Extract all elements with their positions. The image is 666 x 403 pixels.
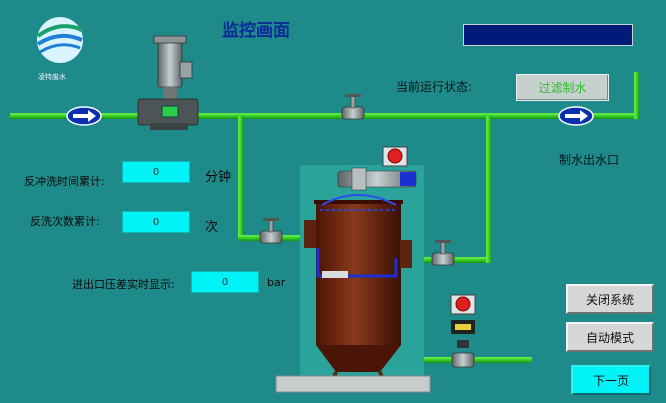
status-display [463, 24, 633, 46]
main-pipe [10, 113, 640, 119]
run-state-indicator: 过滤制水 [516, 74, 609, 101]
backwash-count-label: 反洗次数累计: [30, 215, 100, 228]
inlet-drop-pipe [238, 116, 244, 240]
backwash-time-label: 反冲洗时间累计: [24, 175, 105, 188]
page-title: 监控画面 [222, 21, 290, 41]
tank-base [275, 375, 431, 393]
drain-valve-icon [451, 320, 475, 368]
top-valve-icon [341, 94, 365, 120]
pressure-diff-field: 0 [191, 271, 259, 293]
outlet-label: 制水出水口 [559, 153, 620, 167]
company-logo-icon [36, 17, 83, 63]
next-page-button[interactable]: 下一页 [571, 365, 651, 395]
inlet-valve-icon [259, 218, 283, 244]
flow-arrow-left-icon [66, 106, 102, 126]
outlet-riser-pipe [634, 72, 640, 119]
motor-alarm-light-icon [382, 146, 408, 167]
pressure-diff-unit: bar [267, 276, 286, 289]
outlet-rise-pipe [486, 116, 492, 263]
backwash-time-field: 0 [122, 161, 190, 183]
flow-arrow-right-icon [558, 106, 594, 126]
drain-pipe [352, 357, 532, 363]
auto-mode-button[interactable]: 自动模式 [566, 322, 654, 352]
backwash-count-unit: 次 [205, 220, 219, 235]
backwash-count-field: 0 [122, 211, 190, 233]
outlet-valve-icon [431, 240, 455, 266]
backwash-motor-icon [337, 167, 417, 191]
logo-text: 凌特废水 [38, 73, 66, 81]
drain-alarm-light-icon [450, 294, 476, 315]
backwash-time-unit: 分钟 [205, 170, 232, 185]
filter-tank [304, 194, 412, 391]
pump-icon [137, 35, 199, 130]
run-state-label: 当前运行状态: [396, 80, 473, 94]
close-system-button[interactable]: 关闭系统 [566, 284, 654, 314]
pressure-diff-label: 进出口压差实时显示: [72, 278, 175, 291]
